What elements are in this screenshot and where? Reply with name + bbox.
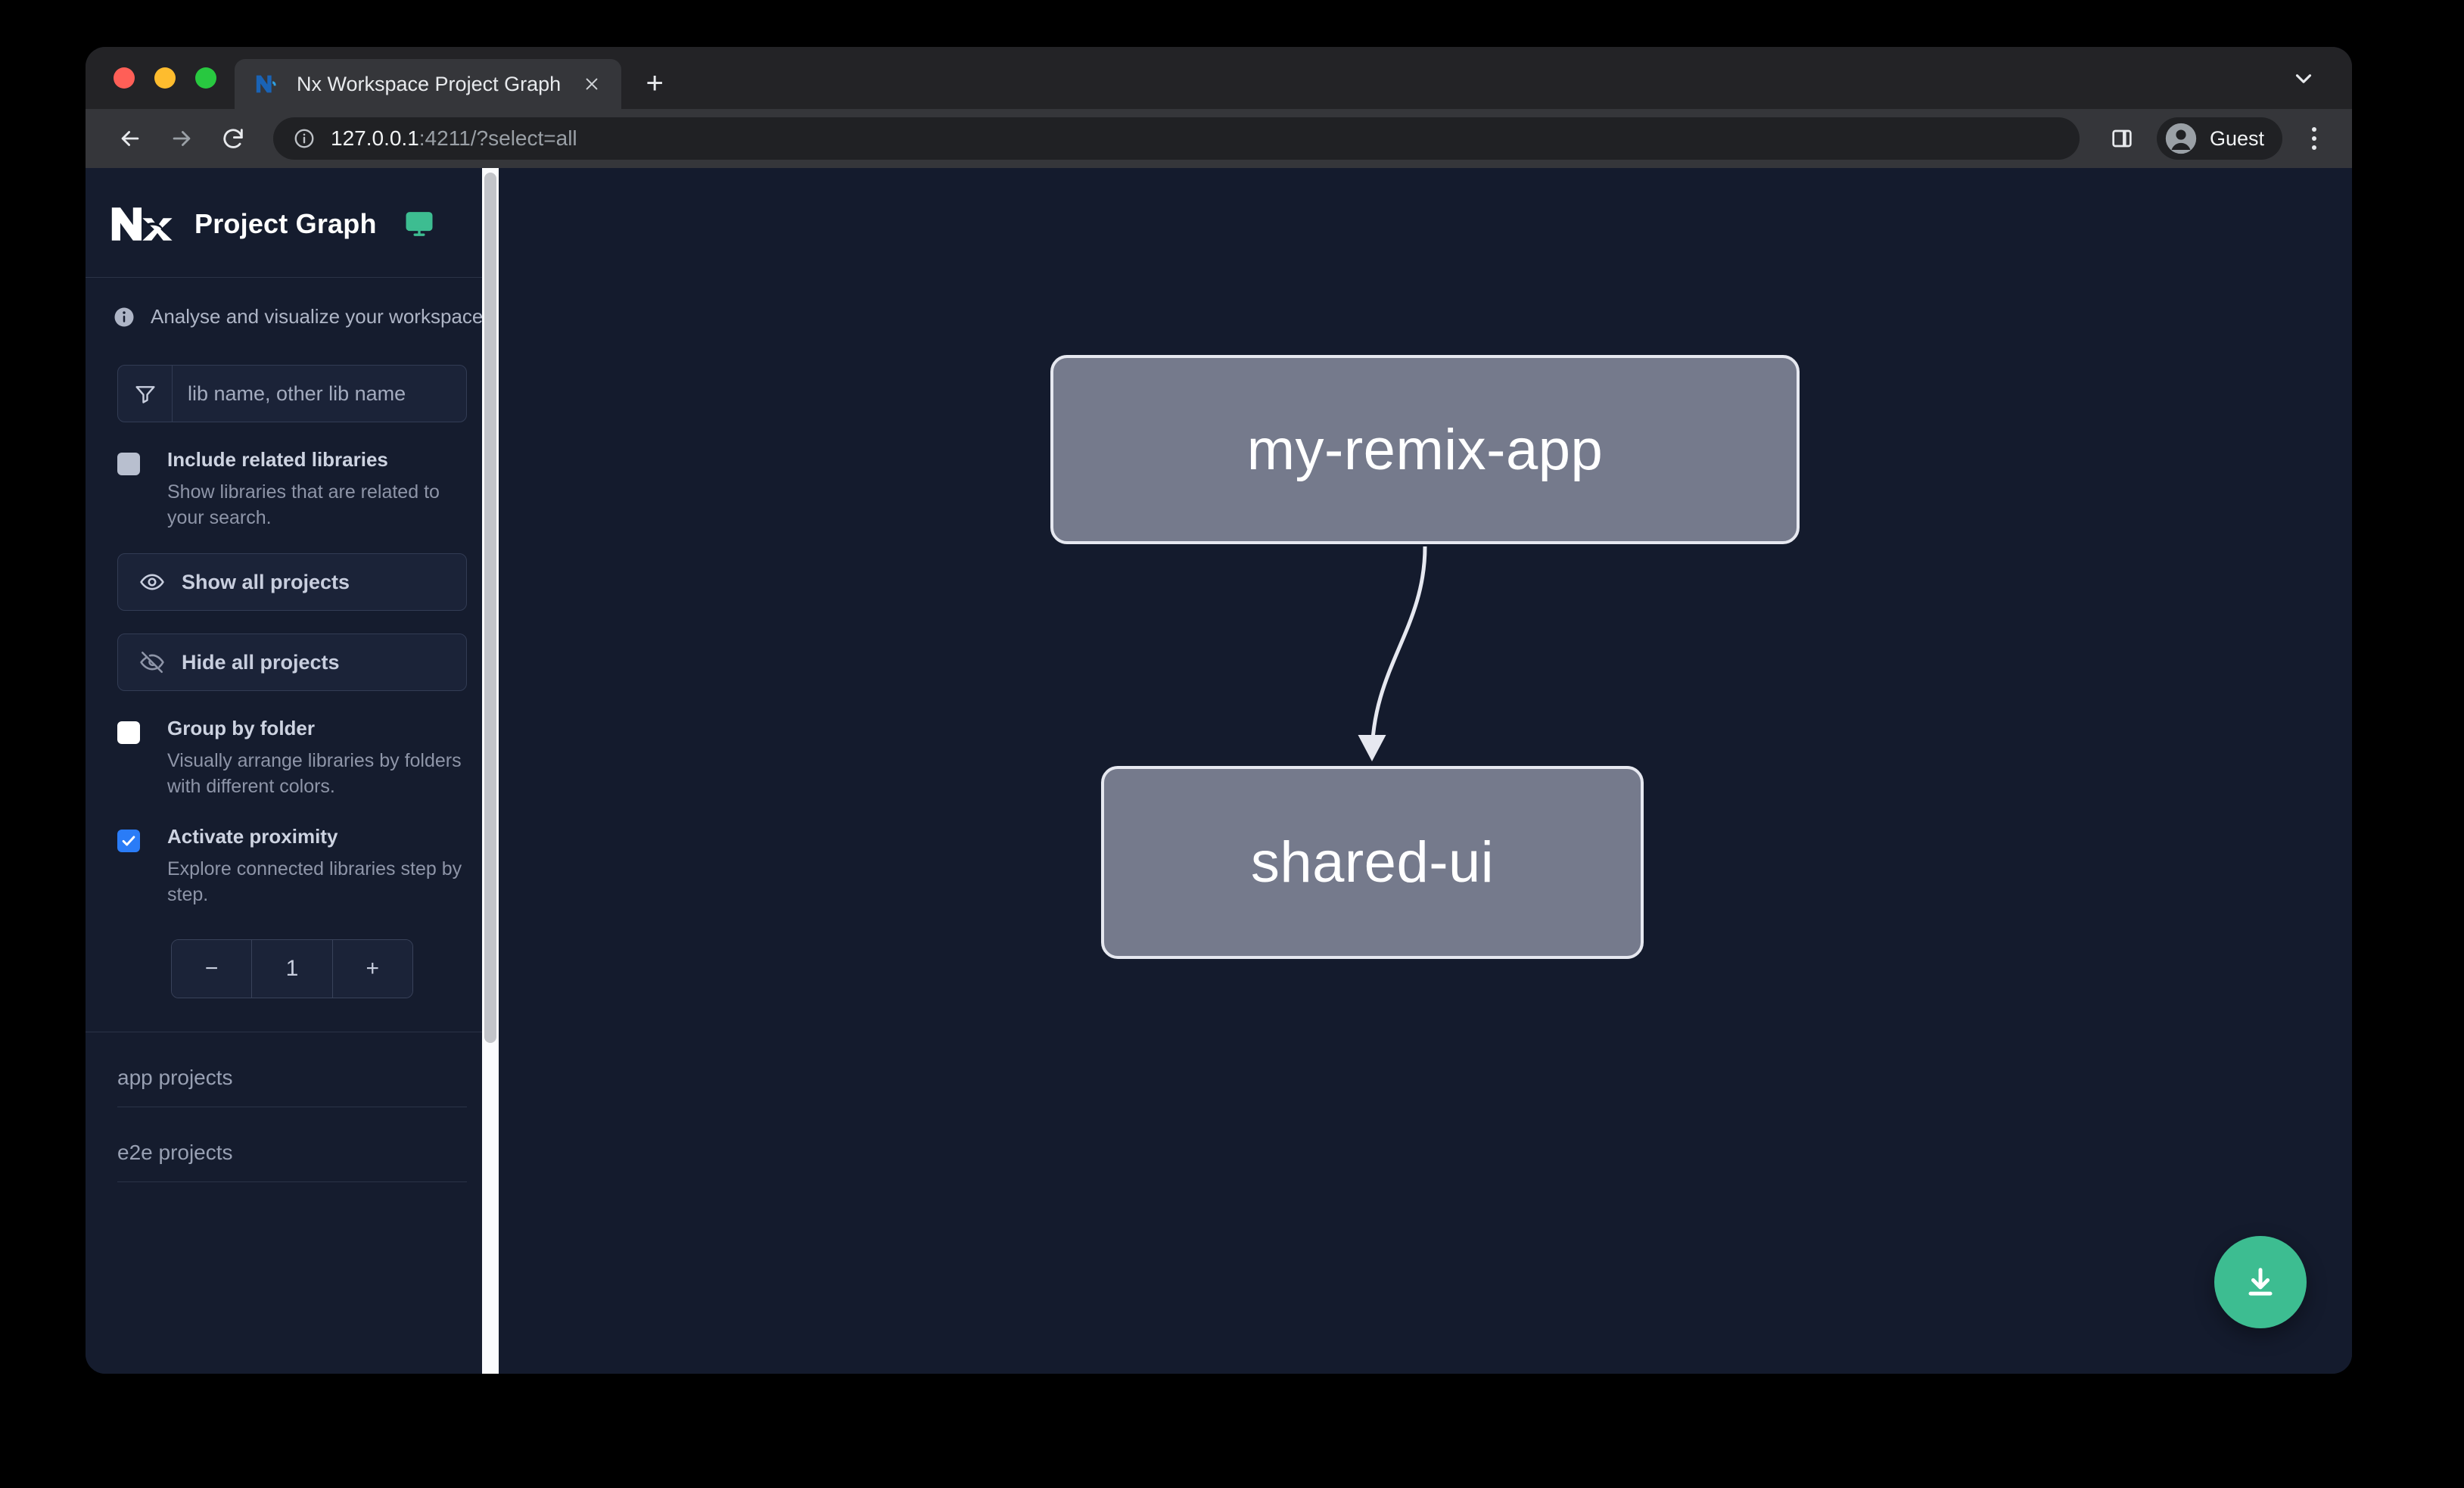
window-minimize-button[interactable] [154, 67, 176, 89]
browser-tab-strip: Nx Workspace Project Graph + [86, 47, 2352, 109]
graph-node-my-remix-app[interactable]: my-remix-app [1050, 355, 1800, 544]
address-bar-path: :4211/?select=all [418, 126, 577, 150]
check-icon [122, 836, 135, 846]
option-activate-proximity[interactable]: Activate proximity Explore connected lib… [117, 825, 467, 907]
group-by-folder-checkbox[interactable] [117, 721, 140, 744]
page-content: Project Graph Analyse and visualize your… [86, 168, 2352, 1374]
graph-node-label: shared-ui [1250, 830, 1495, 895]
option-label: Include related libraries [167, 448, 388, 471]
arrow-left-icon[interactable] [108, 117, 152, 160]
download-icon [2248, 1268, 2273, 1296]
address-bar[interactable]: 127.0.0.1:4211/?select=all [273, 117, 2080, 160]
nx-favicon-icon [256, 75, 276, 93]
sidebar-divider [86, 277, 499, 278]
address-bar-url: 127.0.0.1:4211/?select=all [331, 126, 577, 151]
sidebar: Project Graph Analyse and visualize your… [86, 168, 499, 1374]
proximity-stepper: − 1 + [171, 939, 413, 998]
show-all-projects-button[interactable]: Show all projects [117, 553, 467, 611]
hide-all-projects-button[interactable]: Hide all projects [117, 633, 467, 691]
site-info-icon[interactable] [293, 127, 316, 150]
search-input[interactable] [173, 381, 466, 406]
browser-tab-title: Nx Workspace Project Graph [297, 72, 562, 95]
sidebar-controls: Include related libraries Show libraries… [86, 356, 499, 998]
sidebar-header: Project Graph [86, 168, 499, 277]
stepper-value: 1 [251, 940, 332, 998]
filter-box[interactable] [117, 365, 467, 422]
browser-tab[interactable]: Nx Workspace Project Graph [235, 59, 622, 109]
sidebar-section-label: e2e projects [117, 1107, 467, 1182]
stepper-decrement-button[interactable]: − [172, 940, 252, 998]
page-title: Project Graph [194, 208, 377, 239]
eye-icon [139, 569, 165, 595]
sidebar-scrollbar-thumb[interactable] [484, 173, 496, 1043]
chevron-down-icon[interactable] [2287, 62, 2320, 95]
option-description: Explore connected libraries step by step… [167, 858, 462, 905]
reload-icon[interactable] [211, 117, 255, 160]
avatar-icon [2164, 122, 2198, 155]
nx-logo-icon [111, 207, 173, 241]
sidebar-scrollbar[interactable] [482, 168, 499, 1374]
eye-off-icon [139, 649, 165, 675]
browser-toolbar: 127.0.0.1:4211/?select=all Guest [86, 109, 2352, 168]
option-include-related-libraries[interactable]: Include related libraries Show libraries… [117, 448, 467, 531]
edge-my-remix-app-to-shared-ui [1358, 546, 1427, 761]
show-all-projects-label: Show all projects [182, 570, 350, 593]
option-label: Group by folder [167, 717, 315, 739]
filter-funnel-icon [118, 366, 173, 422]
kebab-menu-icon[interactable] [2296, 117, 2332, 160]
info-circle-icon [114, 307, 134, 326]
profile-button[interactable]: Guest [2156, 117, 2282, 160]
option-label: Activate proximity [167, 825, 338, 848]
monitor-icon[interactable] [404, 209, 434, 239]
sidebar-section-label: app projects [117, 1032, 467, 1107]
graph-node-label: my-remix-app [1246, 417, 1604, 482]
sidebar-sections: app projects e2e projects [86, 1032, 499, 1182]
split-panel-icon[interactable] [2101, 117, 2143, 160]
close-icon[interactable] [577, 70, 606, 98]
project-graph-canvas[interactable]: my-remix-app shared-ui [499, 168, 2352, 1374]
download-graph-button[interactable] [2214, 1236, 2307, 1328]
hide-all-projects-label: Hide all projects [182, 650, 340, 674]
option-group-by-folder[interactable]: Group by folder Visually arrange librari… [117, 717, 467, 799]
option-description: Show libraries that are related to your … [167, 481, 440, 528]
stepper-increment-button[interactable]: + [331, 940, 412, 998]
activate-proximity-checkbox[interactable] [117, 830, 140, 852]
sidebar-tagline-text: Analyse and visualize your workspace. [151, 305, 489, 328]
graph-edges [1358, 546, 1427, 761]
sidebar-section-e2e-projects[interactable]: e2e projects [86, 1107, 499, 1182]
window-maximize-button[interactable] [195, 67, 216, 89]
new-tab-button[interactable]: + [646, 67, 664, 100]
profile-name: Guest [2209, 126, 2264, 150]
arrow-right-icon[interactable] [160, 117, 204, 160]
window-traffic-lights [86, 47, 235, 109]
sidebar-tagline: Analyse and visualize your workspace. [86, 278, 499, 356]
browser-window: Nx Workspace Project Graph + [86, 47, 2352, 1374]
option-description: Visually arrange libraries by folders wi… [167, 750, 462, 797]
window-close-button[interactable] [114, 67, 135, 89]
include-related-libraries-checkbox[interactable] [117, 453, 140, 475]
address-bar-host: 127.0.0.1 [331, 126, 419, 150]
sidebar-section-app-projects[interactable]: app projects [86, 1032, 499, 1107]
graph-node-shared-ui[interactable]: shared-ui [1101, 766, 1644, 959]
